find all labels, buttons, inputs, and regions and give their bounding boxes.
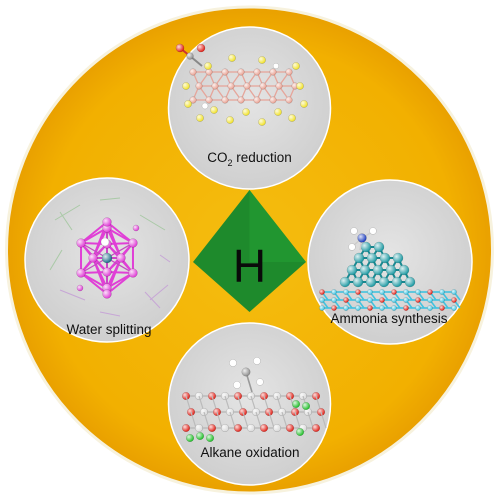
center-letter: H [233,240,266,292]
co2-reduction-label: CO2 reduction [207,150,292,168]
alkane-oxidation-label: Alkane oxidation [200,445,299,460]
water-splitting-label: Water splitting [66,322,151,337]
co2-reduction-icon [175,43,308,126]
panel-ammonia-synthesis: Ammonia synthesis [307,179,473,345]
alkane-oxidation-icon [181,357,327,443]
ammonia-synthesis-label: Ammonia synthesis [330,311,447,326]
water-splitting-icon [49,197,171,317]
ammonia-synthesis-icon [319,227,461,311]
panel-water-splitting: Water splitting [24,177,190,343]
panel-alkane-oxidation: Alkane oxidation [167,322,332,486]
panel-co2-reduction: CO2 reduction [167,26,332,190]
